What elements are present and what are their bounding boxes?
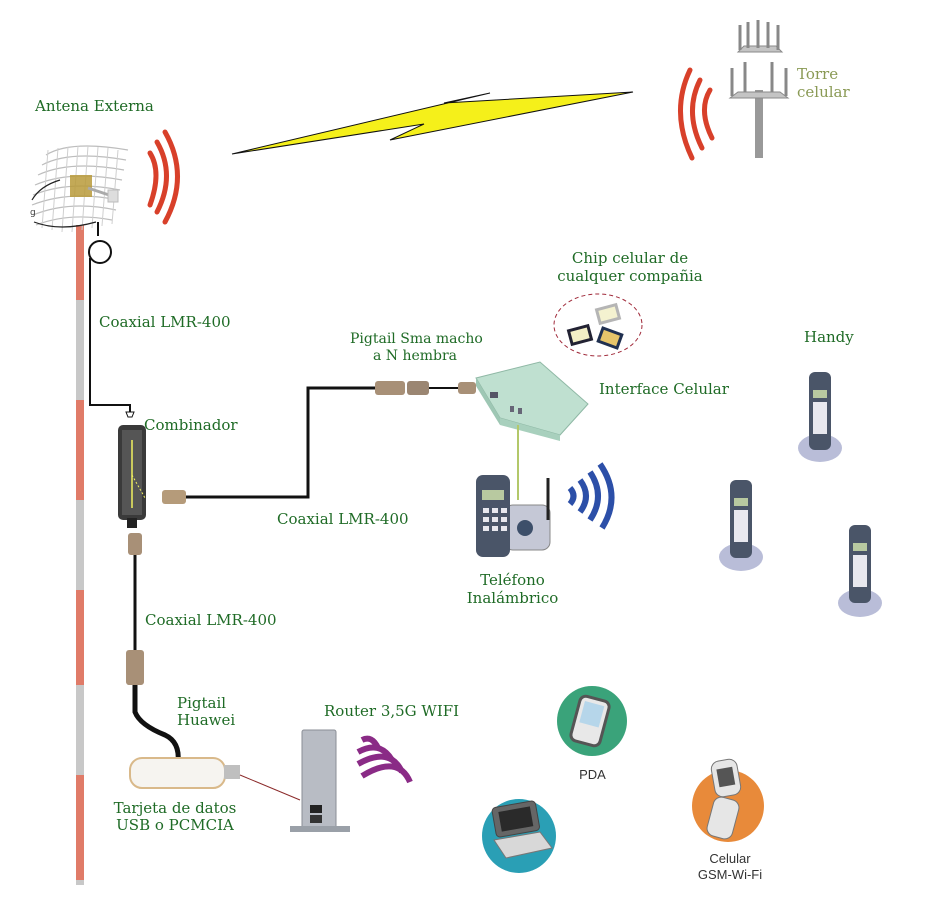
laptop-icon bbox=[482, 799, 556, 873]
pda-label: PDA bbox=[579, 767, 606, 782]
combiner-label: Combinador bbox=[144, 416, 238, 434]
external-antenna-label: Antena Externa bbox=[35, 97, 154, 115]
tower-label-line2: celular bbox=[797, 83, 850, 101]
router-icon bbox=[290, 729, 350, 832]
lightning-bolt-icon bbox=[231, 91, 634, 155]
usb-router-link bbox=[239, 774, 301, 801]
handy-label: Handy bbox=[804, 328, 854, 346]
antenna-signal-waves-icon bbox=[147, 129, 180, 225]
pigtail-huawei-label-line1: Pigtail bbox=[177, 694, 227, 712]
pda-icon bbox=[557, 686, 627, 756]
sim-chips-icon bbox=[553, 293, 643, 357]
usb-modem-icon bbox=[129, 757, 240, 789]
adapter-connector-icon bbox=[126, 650, 144, 685]
coax-top-label: Coaxial LMR-400 bbox=[99, 313, 231, 331]
cell-tower-icon bbox=[728, 20, 790, 158]
chip-label-line2: cualquer compañia bbox=[557, 267, 703, 285]
cordless-label-line1: Teléfono bbox=[480, 571, 545, 589]
pigtail-huawei-cable bbox=[132, 685, 181, 763]
coax-middle-label: Coaxial LMR-400 bbox=[277, 510, 409, 528]
cordless-label-line2: Inalámbrico bbox=[466, 589, 559, 607]
handset-icon bbox=[719, 480, 763, 571]
tower-signal-waves-icon bbox=[678, 67, 715, 161]
cell-wifi-label-line2: GSM-Wi-Fi bbox=[697, 867, 763, 882]
grid-antenna-icon: g bbox=[30, 145, 129, 233]
router-label: Router 3,5G WIFI bbox=[324, 702, 460, 720]
pigtail-sma-connectors bbox=[375, 381, 476, 395]
svg-text:g: g bbox=[30, 208, 36, 218]
coax-cable-top bbox=[88, 222, 131, 412]
antenna-pole bbox=[76, 225, 84, 885]
router-signal-waves-icon bbox=[356, 735, 413, 784]
cordless-signal-waves-icon bbox=[567, 462, 615, 530]
coax-cable-middle bbox=[186, 386, 375, 499]
data-card-label-line1: Tarjeta de datos bbox=[113, 799, 237, 817]
pigtail-sma-label-line1: Pigtail Sma macho bbox=[350, 331, 483, 347]
cell-wifi-label-line1: Celular bbox=[709, 851, 751, 866]
cellular-interface-icon bbox=[475, 361, 589, 441]
data-card-label-line2: USB o PCMCIA bbox=[116, 816, 234, 834]
handset-icon bbox=[838, 525, 882, 617]
chip-label-line1: Chip celular de bbox=[571, 249, 689, 267]
cellphone-icon bbox=[692, 758, 764, 842]
coax-bottom-label: Coaxial LMR-400 bbox=[145, 611, 277, 629]
cell-interface-label: Interface Celular bbox=[599, 380, 729, 398]
combiner-icon bbox=[118, 425, 146, 528]
connector-icon bbox=[125, 411, 135, 418]
handset-icon bbox=[798, 372, 842, 462]
cordless-phone-icon bbox=[476, 475, 551, 557]
n-connector-icon bbox=[128, 533, 142, 555]
tower-label-line1: Torre bbox=[797, 65, 839, 83]
pigtail-huawei-label-line2: Huawei bbox=[177, 711, 236, 729]
n-connector-icon bbox=[162, 490, 186, 504]
pigtail-sma-label-line2: a N hembra bbox=[372, 348, 458, 364]
